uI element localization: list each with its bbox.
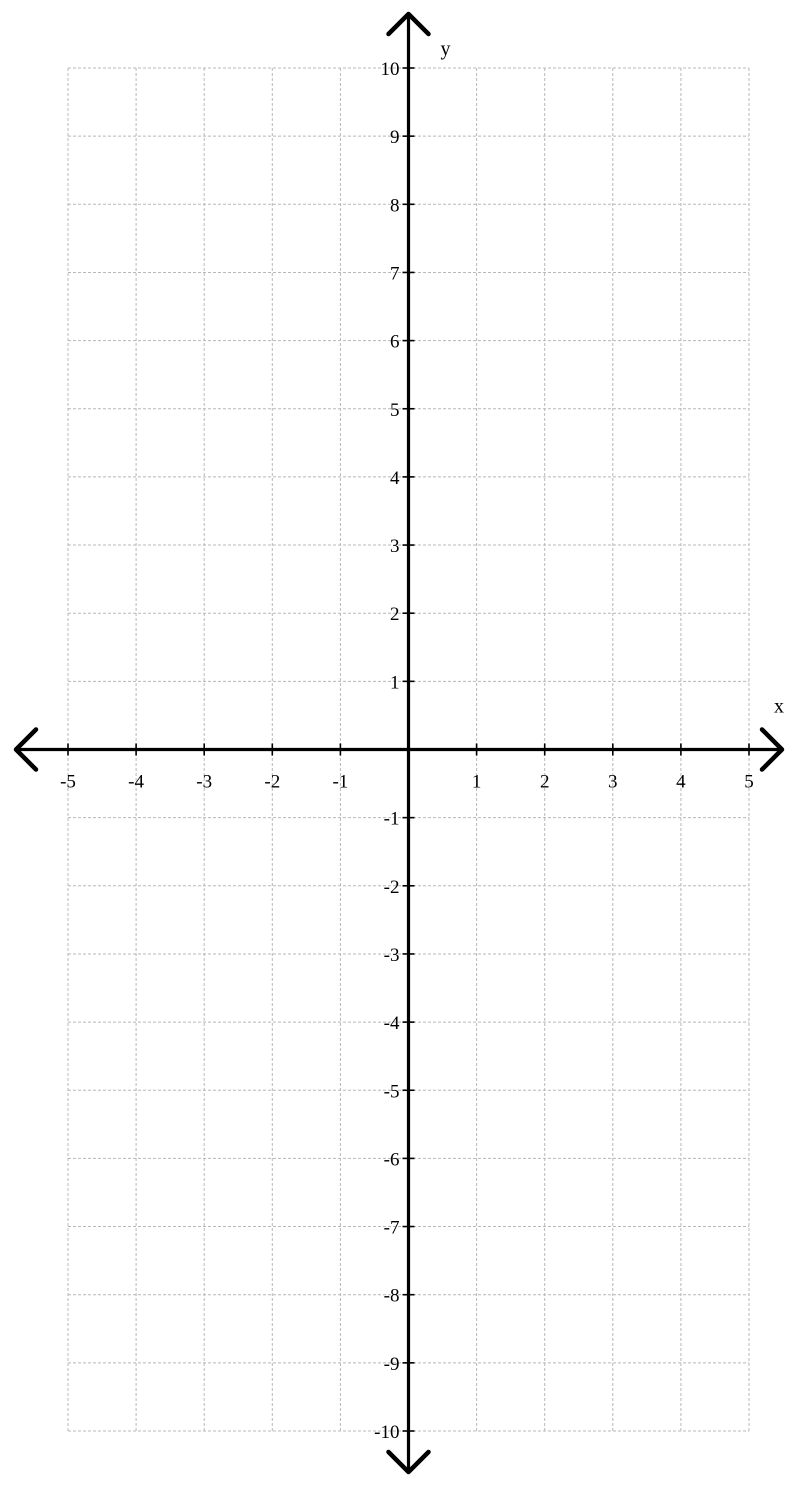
x-tick-label: -4 xyxy=(128,772,144,793)
y-tick-label: -8 xyxy=(384,1286,400,1307)
x-tick-label: 2 xyxy=(540,772,550,793)
x-tick-label: 3 xyxy=(608,772,618,793)
y-tick-label: 5 xyxy=(390,400,400,421)
y-tick-label: -5 xyxy=(384,1081,400,1102)
x-tick-label: 4 xyxy=(676,772,686,793)
ticks xyxy=(67,67,750,1432)
y-tick-label: -2 xyxy=(384,877,400,898)
x-tick-label: 5 xyxy=(744,772,754,793)
y-tick-label: 7 xyxy=(390,263,400,284)
y-tick-label: -1 xyxy=(384,809,400,830)
tick-labels: -5 -4 -3 -2 -1 1 2 3 4 5 10 9 8 7 6 5 4 3 2 1 -1 -2 -3 -4 -5 -6 -7… xyxy=(60,59,754,1443)
x-tick-label: -1 xyxy=(332,772,348,793)
y-tick-label: 2 xyxy=(390,604,400,625)
y-tick-label: -3 xyxy=(384,945,400,966)
y-axis-arrow-up xyxy=(386,11,431,37)
x-tick-label: -3 xyxy=(196,772,212,793)
y-tick-label: 10 xyxy=(381,59,400,80)
y-tick-label: -10 xyxy=(374,1422,399,1443)
y-tick-label: -4 xyxy=(384,1013,400,1034)
y-tick-label: -6 xyxy=(384,1149,400,1170)
y-tick-label: 3 xyxy=(390,536,400,557)
y-axis-label: y xyxy=(441,38,451,60)
y-tick-label: 4 xyxy=(390,468,400,489)
x-axis-arrow-left xyxy=(13,727,39,772)
y-tick-label: 9 xyxy=(390,127,400,148)
axes xyxy=(13,11,785,1475)
x-tick-label: -2 xyxy=(264,772,280,793)
y-tick-label: -9 xyxy=(384,1354,400,1375)
y-tick-label: -7 xyxy=(384,1218,400,1239)
x-tick-label: -5 xyxy=(60,772,76,793)
y-tick-label: 6 xyxy=(390,332,400,353)
x-axis-label: x xyxy=(774,696,784,718)
y-axis-arrow-down xyxy=(386,1449,431,1475)
y-tick-label: 1 xyxy=(390,672,400,693)
x-axis-arrow-right xyxy=(759,727,785,772)
x-tick-label: 1 xyxy=(472,772,482,793)
y-tick-label: 8 xyxy=(390,195,400,216)
